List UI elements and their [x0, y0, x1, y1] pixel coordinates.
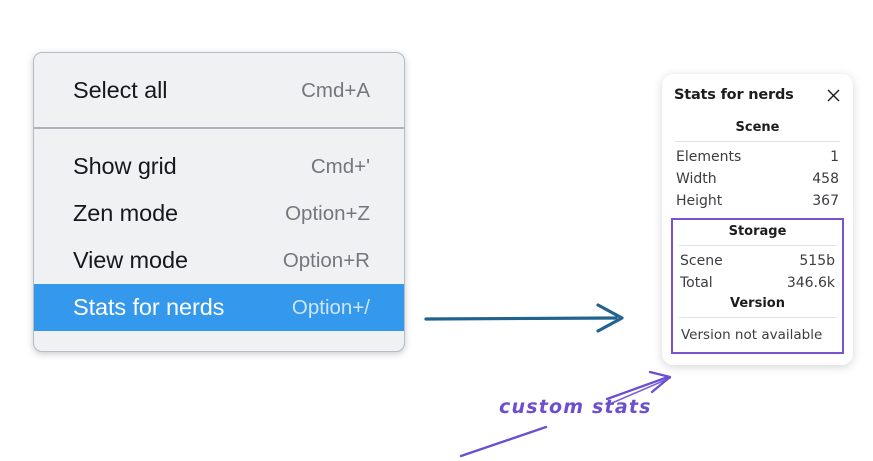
section-title-scene: Scene: [735, 120, 780, 135]
section-divider: [679, 317, 836, 318]
stat-label: Elements: [676, 149, 742, 165]
section-title-storage: Storage: [728, 224, 787, 239]
stat-value: 346.6k: [786, 275, 835, 291]
custom-stats-annotation-label: custom stats: [499, 396, 652, 418]
stat-row-storage-scene: Scene 515b: [677, 250, 838, 272]
close-icon[interactable]: [824, 86, 842, 104]
menu-item-label: Show grid: [73, 153, 177, 179]
stat-label: Height: [676, 193, 723, 209]
flow-arrow-blue: [424, 303, 624, 333]
stat-label: Total: [680, 275, 713, 291]
menu-item-view-mode[interactable]: View mode Option+R: [34, 237, 404, 284]
section-divider: [679, 245, 836, 246]
version-note: Version not available: [681, 327, 823, 343]
stat-row-elements: Elements 1: [673, 146, 842, 168]
stat-label: Width: [676, 171, 717, 187]
menu-item-stats-for-nerds[interactable]: Stats for nerds Option+/: [34, 284, 404, 331]
menu-item-show-grid[interactable]: Show grid Cmd+': [34, 143, 404, 190]
stat-value: 367: [812, 193, 839, 209]
menu-item-label: Select all: [73, 77, 168, 103]
stat-row-storage-total: Total 346.6k: [677, 272, 838, 294]
custom-stats-highlight-box: Storage Scene 515b Total 346.6k Version …: [671, 218, 844, 354]
stat-row-width: Width 458: [673, 168, 842, 190]
stat-value: 458: [812, 171, 839, 187]
menu-item-label: View mode: [73, 247, 188, 273]
menu-item-shortcut: Option+R: [282, 248, 370, 272]
stat-row-height: Height 367: [673, 190, 842, 212]
custom-stats-underline-stroke: [459, 425, 548, 458]
menu-item-zen-mode[interactable]: Zen mode Option+Z: [34, 190, 404, 237]
menu-group-primary: Select all Cmd+A: [34, 53, 404, 129]
menu-item-label: Stats for nerds: [73, 294, 225, 320]
menu-item-select-all[interactable]: Select all Cmd+A: [34, 67, 404, 114]
menu-item-shortcut: Cmd+': [310, 154, 370, 178]
stat-label: Scene: [680, 253, 723, 269]
stats-for-nerds-panel: Stats for nerds Scene Elements 1 Width 4…: [662, 74, 853, 365]
menu-item-shortcut: Cmd+A: [301, 78, 370, 102]
stats-panel-header: Stats for nerds: [673, 86, 842, 104]
stats-section-scene: Scene Elements 1 Width 458 Height 367: [673, 118, 842, 212]
stats-section-storage: Storage Scene 515b Total 346.6k: [677, 222, 838, 294]
section-divider: [675, 141, 840, 142]
menu-item-label: Zen mode: [73, 200, 179, 226]
section-title-version: Version: [730, 296, 785, 311]
stat-value: 1: [830, 149, 839, 165]
panel-title: Stats for nerds: [674, 87, 794, 103]
stats-section-version: Version Version not available: [677, 294, 838, 346]
stat-value: 515b: [799, 253, 835, 269]
menu-group-secondary: Show grid Cmd+' Zen mode Option+Z View m…: [34, 129, 404, 351]
canvas-context-menu[interactable]: Select all Cmd+A Show grid Cmd+' Zen mod…: [33, 52, 405, 352]
menu-item-shortcut: Option+/: [291, 295, 370, 319]
menu-item-shortcut: Option+Z: [285, 201, 370, 225]
